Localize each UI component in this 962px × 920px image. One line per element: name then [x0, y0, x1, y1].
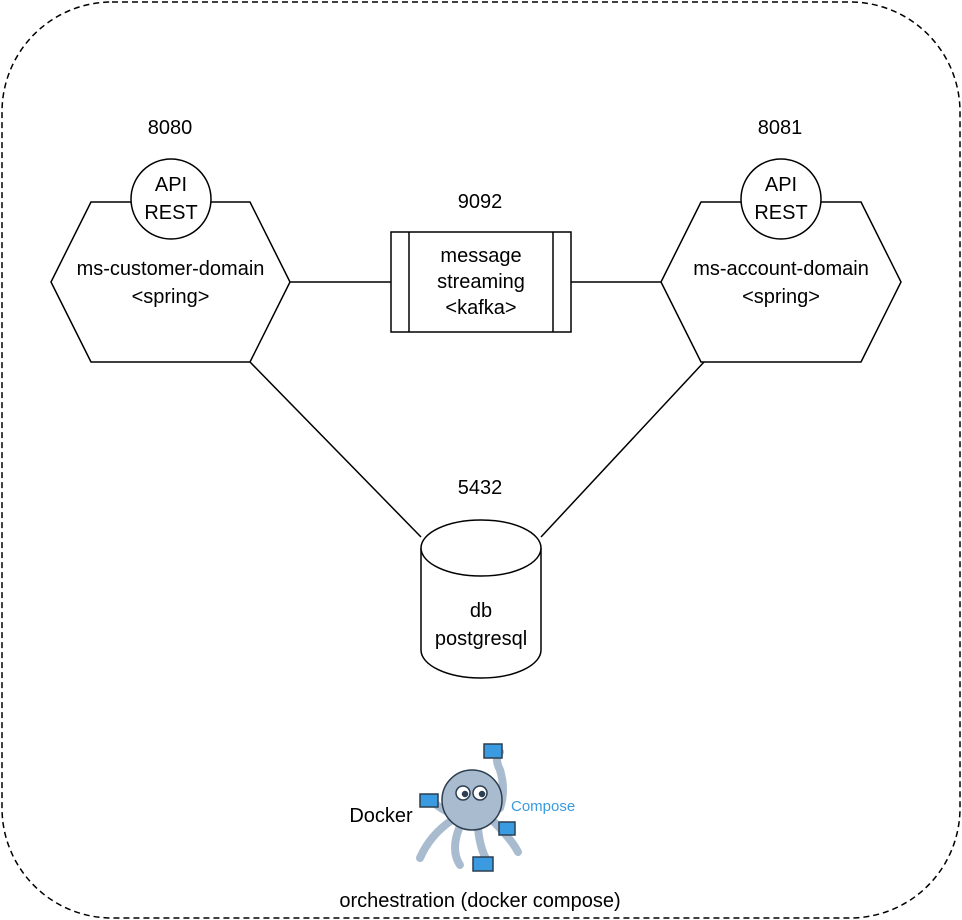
connector-account-db: [540, 361, 705, 538]
ms-account-domain-label: ms-account-domain <spring>: [693, 258, 869, 308]
customer-api-rest-circle[interactable]: [130, 158, 212, 240]
ms-customer-domain-hexagon[interactable]: [50, 201, 291, 363]
docker-compose-octopus-icon: [416, 743, 522, 872]
kafka-port-label: 9092: [457, 191, 503, 213]
postgresql-cylinder[interactable]: [420, 519, 542, 679]
account-port-label: 8081: [757, 117, 803, 139]
account-api-rest-circle[interactable]: [740, 158, 822, 240]
kafka-label: message streaming <kafka>: [437, 245, 525, 319]
connector-customer-db: [249, 361, 422, 538]
db-port-label: 5432: [457, 477, 503, 499]
kafka-broker-box[interactable]: [390, 231, 572, 333]
postgresql-label: db postgresql: [434, 600, 528, 650]
ms-customer-domain-label: ms-customer-domain <spring>: [76, 258, 265, 308]
orchestration-caption: orchestration (docker compose): [339, 890, 621, 912]
account-api-rest-label: API REST: [754, 174, 808, 224]
docker-logo-text: Docker: [349, 805, 413, 827]
ms-account-domain-hexagon[interactable]: [660, 201, 902, 363]
customer-api-rest-label: API REST: [144, 174, 198, 224]
customer-port-label: 8080: [147, 117, 193, 139]
compose-logo-text: Compose: [511, 798, 576, 815]
